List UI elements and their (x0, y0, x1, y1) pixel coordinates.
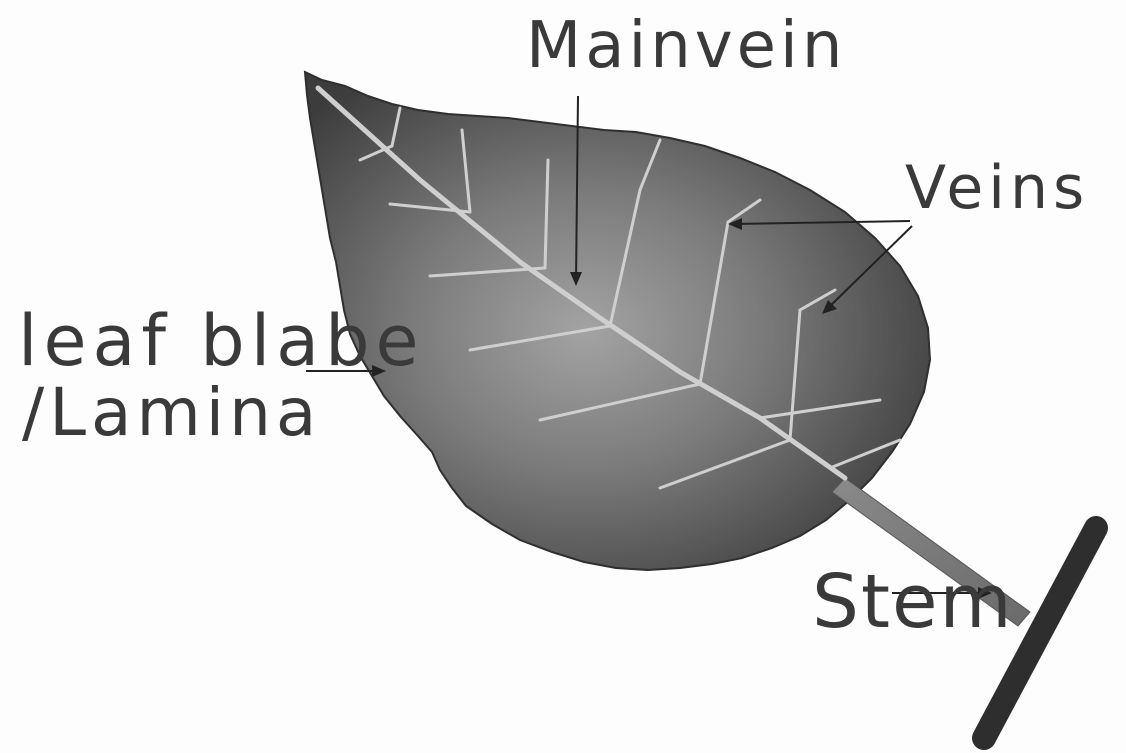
veins-label: Veins (905, 158, 1089, 218)
stem-label: Stem (812, 565, 1014, 639)
leaf-blade-label: leaf blabe (18, 306, 425, 376)
main-vein-label: Mainvein (526, 14, 846, 78)
lamina-label: /Lamina (22, 380, 321, 446)
